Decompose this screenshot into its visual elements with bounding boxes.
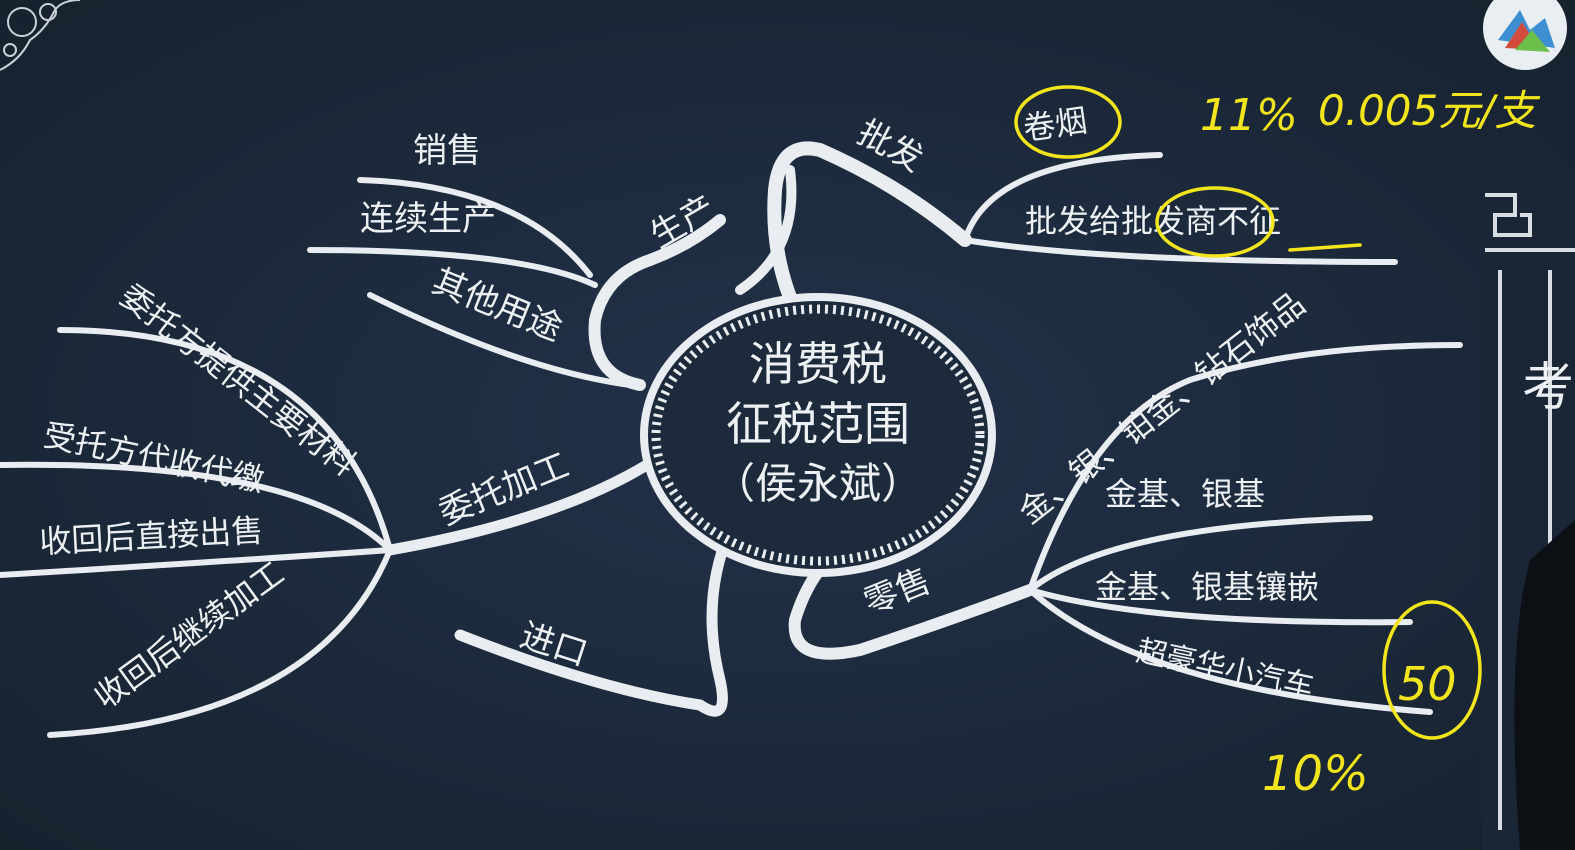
handwritten-annotations: 11% 0.005元/支 10% 50 <box>1014 85 1540 802</box>
production-item-sales <box>357 177 593 278</box>
production-item-continuous <box>307 247 598 288</box>
side-panel: 考点 <box>1482 185 1575 850</box>
retail-item-2: 金基、银基镶嵌 <box>1095 568 1319 606</box>
corner-ornament-icon <box>0 0 81 71</box>
car-rate-note: 50 <box>1398 657 1457 711</box>
side-panel-text: 考点 <box>1522 358 1575 418</box>
processing-item-material <box>57 327 393 553</box>
wholesale-item-1: 批发给批发商不征 <box>1025 202 1281 240</box>
circle-car-rate <box>1382 600 1482 740</box>
wholesale-item-wholesaler <box>962 237 1398 265</box>
retail-branch <box>788 539 1036 660</box>
production-item-1: 连续生产 <box>360 199 496 239</box>
branch-lines <box>0 141 1463 738</box>
circle-wholesaler <box>1155 186 1275 258</box>
wholesale-item-0: 卷烟 <box>1021 101 1090 148</box>
wholesale-unit-note: 0.005元/支 <box>1318 86 1540 135</box>
wholesale-item-cigarette <box>962 152 1163 243</box>
center-title-line3: （侯永斌） <box>713 459 923 508</box>
center-node: 消费税 征税范围 （侯永斌） <box>640 293 996 577</box>
center-title-line1: 消费税 <box>749 337 887 391</box>
underline-not-levied <box>1288 243 1362 252</box>
retail-item-inlay <box>1027 587 1413 626</box>
processing-item-continue <box>47 547 393 738</box>
retail-item-jewelry <box>1027 342 1463 593</box>
retail-rate-note: 10% <box>1262 746 1369 802</box>
production-item-other <box>367 292 633 388</box>
processing-branch <box>384 454 661 556</box>
processing-item-collect <box>0 461 393 553</box>
processing-item-sell <box>0 547 393 578</box>
wholesale-connector <box>735 165 797 295</box>
brand-logo-icon <box>1483 0 1567 70</box>
retail-item-1: 金基、银基 <box>1105 475 1265 513</box>
retail-item-car <box>1027 587 1433 715</box>
center-title-line2: 征税范围 <box>726 397 910 451</box>
wholesale-rate-note: 11% <box>1200 90 1298 141</box>
production-branch <box>588 214 726 391</box>
import-branch <box>454 524 736 717</box>
retail-item-gold-base <box>1027 515 1373 593</box>
circle-cigarette <box>1014 85 1122 159</box>
production-item-0: 销售 <box>413 131 481 171</box>
